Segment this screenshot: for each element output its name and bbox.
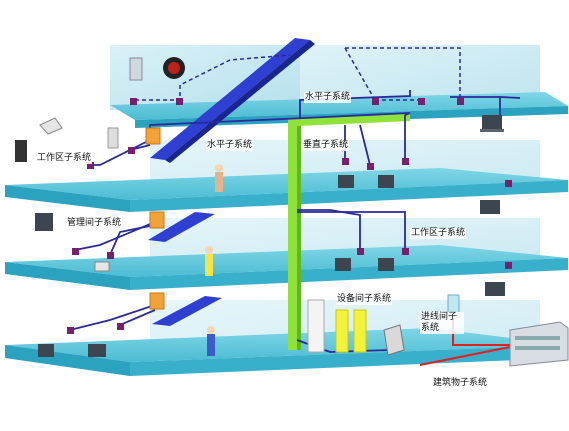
horizontal-trunk-mid [148,212,215,242]
vertical-trunk [288,113,410,350]
floor-slab-2 [5,245,568,290]
label-admin-room: 管理间子系统 [66,218,123,229]
label-horizontal-subsystem-top: 水平子系统 [304,92,352,103]
label-entrance-room: 进线间子系统 [420,312,464,334]
camera-device [15,117,119,162]
label-horizontal-subsystem-mid: 水平子系统 [206,140,254,151]
floor-slab-1 [5,328,568,376]
dashed-cables [135,47,461,101]
floor-slab-3 [5,168,568,212]
label-building-group: 建筑物子系统 [432,378,489,389]
horizontal-trunk-top [150,38,315,163]
label-work-area-right: 工作区子系统 [410,228,467,239]
equipment-cabinets [307,299,405,356]
speaker-device [129,57,185,81]
outside-building [509,321,569,367]
people [205,164,223,356]
computers [35,115,505,357]
distribution-boxes [145,127,165,310]
label-work-area-left: 工作区子系统 [36,153,93,164]
horizontal-trunk-low [152,296,222,326]
outlets [67,98,512,334]
label-vertical-subsystem: 垂直子系统 [302,140,350,151]
label-equipment-room: 设备间子系统 [336,294,393,305]
